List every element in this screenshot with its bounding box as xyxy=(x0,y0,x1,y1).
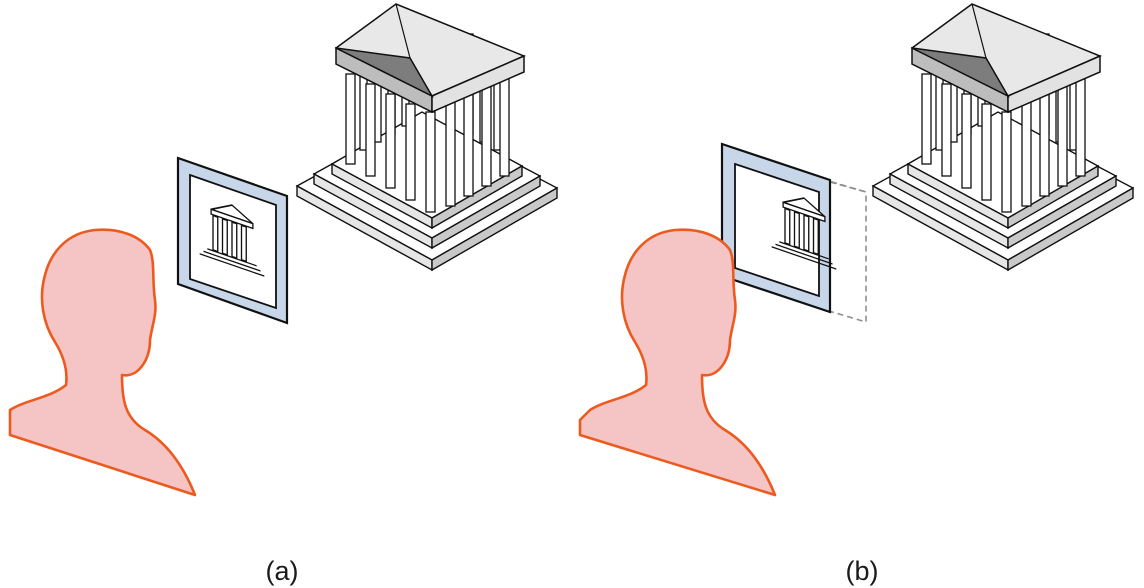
panel-a xyxy=(8,3,558,497)
caption-a: (a) xyxy=(266,556,299,586)
panel-b xyxy=(578,3,1134,497)
temple-a xyxy=(296,3,558,271)
viewer-head-a xyxy=(8,228,197,497)
viewer-head-b xyxy=(578,228,777,497)
picture-frame-a xyxy=(176,156,289,325)
temple-b xyxy=(872,3,1134,271)
caption-b: (b) xyxy=(846,556,879,586)
picture-frame-b xyxy=(720,142,838,314)
